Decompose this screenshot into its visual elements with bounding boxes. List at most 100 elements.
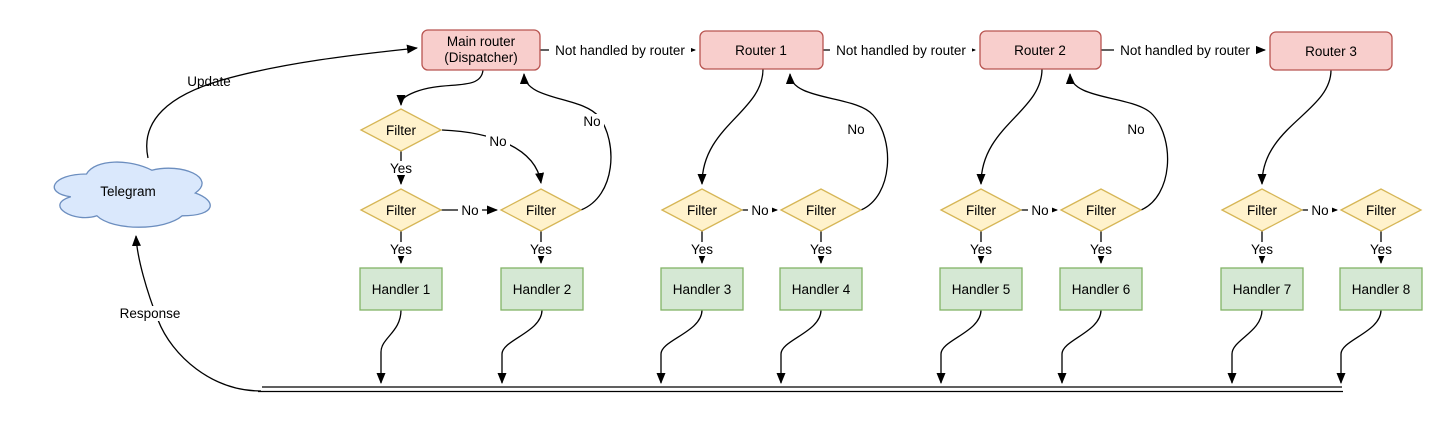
handler-4-shape: [779, 267, 863, 311]
filter-g-label: Filter: [1086, 203, 1117, 218]
no-label-r1-pair: No: [751, 203, 768, 218]
handler-4-label: Handler 4: [792, 282, 851, 297]
handler-2-shape: [500, 267, 584, 311]
no-label-r2-return: No: [1127, 122, 1144, 137]
filter-c-diamond: Filter: [499, 188, 583, 232]
router-1-box: Router 1: [699, 30, 824, 70]
not-handled-label-1: Not handled by router: [555, 43, 685, 58]
handler-4-to-bus-edge: [776, 309, 822, 384]
cloud-shape: [53, 161, 211, 228]
edge-labels: Update Response Not handled by router No…: [117, 43, 1395, 321]
filter-c-no-return-edge: [519, 73, 612, 211]
handler-6-shape: [1059, 267, 1143, 311]
yes-h-bg: [1248, 242, 1276, 256]
filter-g-diamond: Filter: [1059, 188, 1143, 232]
handler-5-box: Handler 5: [939, 267, 1023, 311]
filter-g-shape: [1059, 188, 1143, 232]
yes-label-c: Yes: [530, 242, 552, 257]
filter-i-label: Filter: [1366, 203, 1397, 218]
filter-e-label: Filter: [806, 203, 837, 218]
filter-f-shape: [939, 188, 1023, 232]
filter-e-diamond: Filter: [779, 188, 863, 232]
handler-5-to-bus-edge: [936, 309, 982, 384]
main-to-filter-a-edge: [396, 69, 484, 106]
handler-8-label: Handler 8: [1352, 282, 1411, 297]
no-c-return-bg: [580, 114, 604, 128]
no-r2-pair-bg: [1028, 203, 1052, 217]
handler-6-box: Handler 6: [1059, 267, 1143, 311]
router-3-box: Router 3: [1269, 31, 1393, 71]
filter-e-shape: [779, 188, 863, 232]
not-handled-label-3-bg: [1114, 43, 1256, 58]
filter-a-shape: [359, 108, 443, 152]
handler-3-label: Handler 3: [673, 282, 732, 297]
handler-5-label: Handler 5: [952, 282, 1011, 297]
no-a-c-bg: [486, 134, 510, 148]
telegram-label: Telegram: [100, 184, 156, 199]
yes-f-bg: [967, 242, 995, 256]
edges: [131, 44, 1386, 393]
handler-8-shape: [1339, 267, 1423, 311]
yes-d-bg: [688, 242, 716, 256]
yes-label-i: Yes: [1370, 242, 1392, 257]
response-label-bg: [117, 306, 183, 321]
yes-g-bg: [1087, 242, 1115, 256]
handler-3-shape: [660, 267, 744, 311]
no-r2-return-bg: [1124, 122, 1148, 136]
router-2-to-filter-edge: [976, 68, 1043, 185]
yes-label-h: Yes: [1251, 242, 1273, 257]
filter-b-shape: [359, 188, 443, 232]
handler-6-to-bus-edge: [1057, 309, 1102, 384]
not-handled-label-2: Not handled by router: [836, 43, 966, 58]
not-handled-label-3: Not handled by router: [1120, 43, 1250, 58]
filter-h-diamond: Filter: [1220, 188, 1304, 232]
no-label-r1-return: No: [847, 122, 864, 137]
filter-i-shape: [1339, 188, 1423, 232]
filter-a-diamond: Filter: [359, 108, 443, 152]
handler-1-shape: [359, 267, 443, 311]
handler-7-box: Handler 7: [1220, 267, 1304, 311]
main-router-box: Main router (Dispatcher): [421, 29, 541, 71]
filter-f-diamond: Filter: [939, 188, 1023, 232]
no-b-c-bg: [458, 203, 482, 217]
router-1-label: Router 1: [735, 43, 787, 58]
telegram-cloud: Telegram: [53, 161, 211, 228]
filter-b-label: Filter: [386, 203, 417, 218]
handler-2-label: Handler 2: [513, 282, 572, 297]
handler-3-box: Handler 3: [660, 267, 744, 311]
filter-c-label: Filter: [526, 203, 557, 218]
router-2-label: Router 2: [1014, 43, 1066, 58]
filter-c-shape: [499, 188, 583, 232]
router-2-shape: [979, 30, 1102, 70]
main-router-label-line2: (Dispatcher): [444, 50, 518, 65]
yes-label-f: Yes: [970, 242, 992, 257]
router-2-box: Router 2: [979, 30, 1102, 70]
handler-7-label: Handler 7: [1233, 282, 1292, 297]
router-1-no-return-edge: [785, 73, 889, 211]
yes-a-bg: [387, 161, 415, 175]
update-edge: [146, 44, 418, 159]
yes-label-g: Yes: [1090, 242, 1112, 257]
yes-c-bg: [527, 242, 555, 256]
yes-label-b: Yes: [390, 242, 412, 257]
yes-b-bg: [387, 242, 415, 256]
handler-5-shape: [939, 267, 1023, 311]
yes-e-bg: [807, 242, 835, 256]
router-3-label: Router 3: [1305, 44, 1357, 59]
yes-label-e: Yes: [810, 242, 832, 257]
yes-i-bg: [1367, 242, 1395, 256]
router-1-shape: [699, 30, 824, 70]
handler-2-to-bus-edge: [497, 309, 543, 384]
no-r1-pair-bg: [748, 203, 772, 217]
update-label: Update: [187, 74, 231, 89]
not-handled-label-1-bg: [549, 43, 691, 58]
response-label: Response: [120, 306, 181, 321]
filter-h-shape: [1220, 188, 1304, 232]
filter-d-shape: [660, 188, 744, 232]
handler-3-to-bus-edge: [656, 309, 703, 384]
handler-8-box: Handler 8: [1339, 267, 1423, 311]
no-label-b-c: No: [461, 203, 478, 218]
filter-i-diamond: Filter: [1339, 188, 1423, 232]
yes-label-d: Yes: [691, 242, 713, 257]
